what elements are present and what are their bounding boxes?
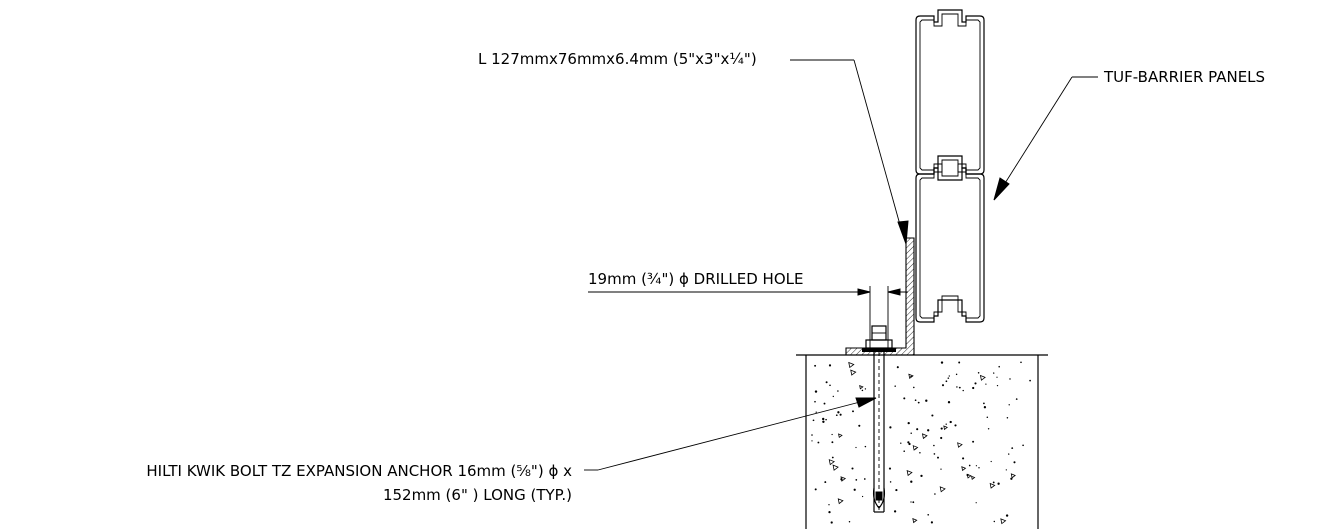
panels-label: TUF-BARRIER PANELS (1103, 68, 1265, 86)
drilled-hole-label: 19mm (¾") ϕ DRILLED HOLE (588, 270, 803, 288)
steel-angle (845, 237, 915, 356)
anchor-bolt (862, 325, 896, 513)
angle-leader (790, 59, 909, 245)
anchor-label-line2: 152mm (6" ) LONG (TYP.) (383, 486, 572, 504)
anchor-leader (584, 397, 877, 471)
panels-leader (993, 76, 1098, 201)
anchor-label-line1: HILTI KWIK BOLT TZ EXPANSION ANCHOR 16mm… (146, 462, 572, 480)
drilled-hole-dimension (588, 286, 908, 352)
tuf-barrier-panels (915, 9, 985, 323)
concrete-aggregate (811, 361, 1031, 525)
angle-label: L 127mmx76mmx6.4mm (5"x3"x¼") (478, 50, 757, 68)
concrete-footing (796, 354, 1048, 529)
